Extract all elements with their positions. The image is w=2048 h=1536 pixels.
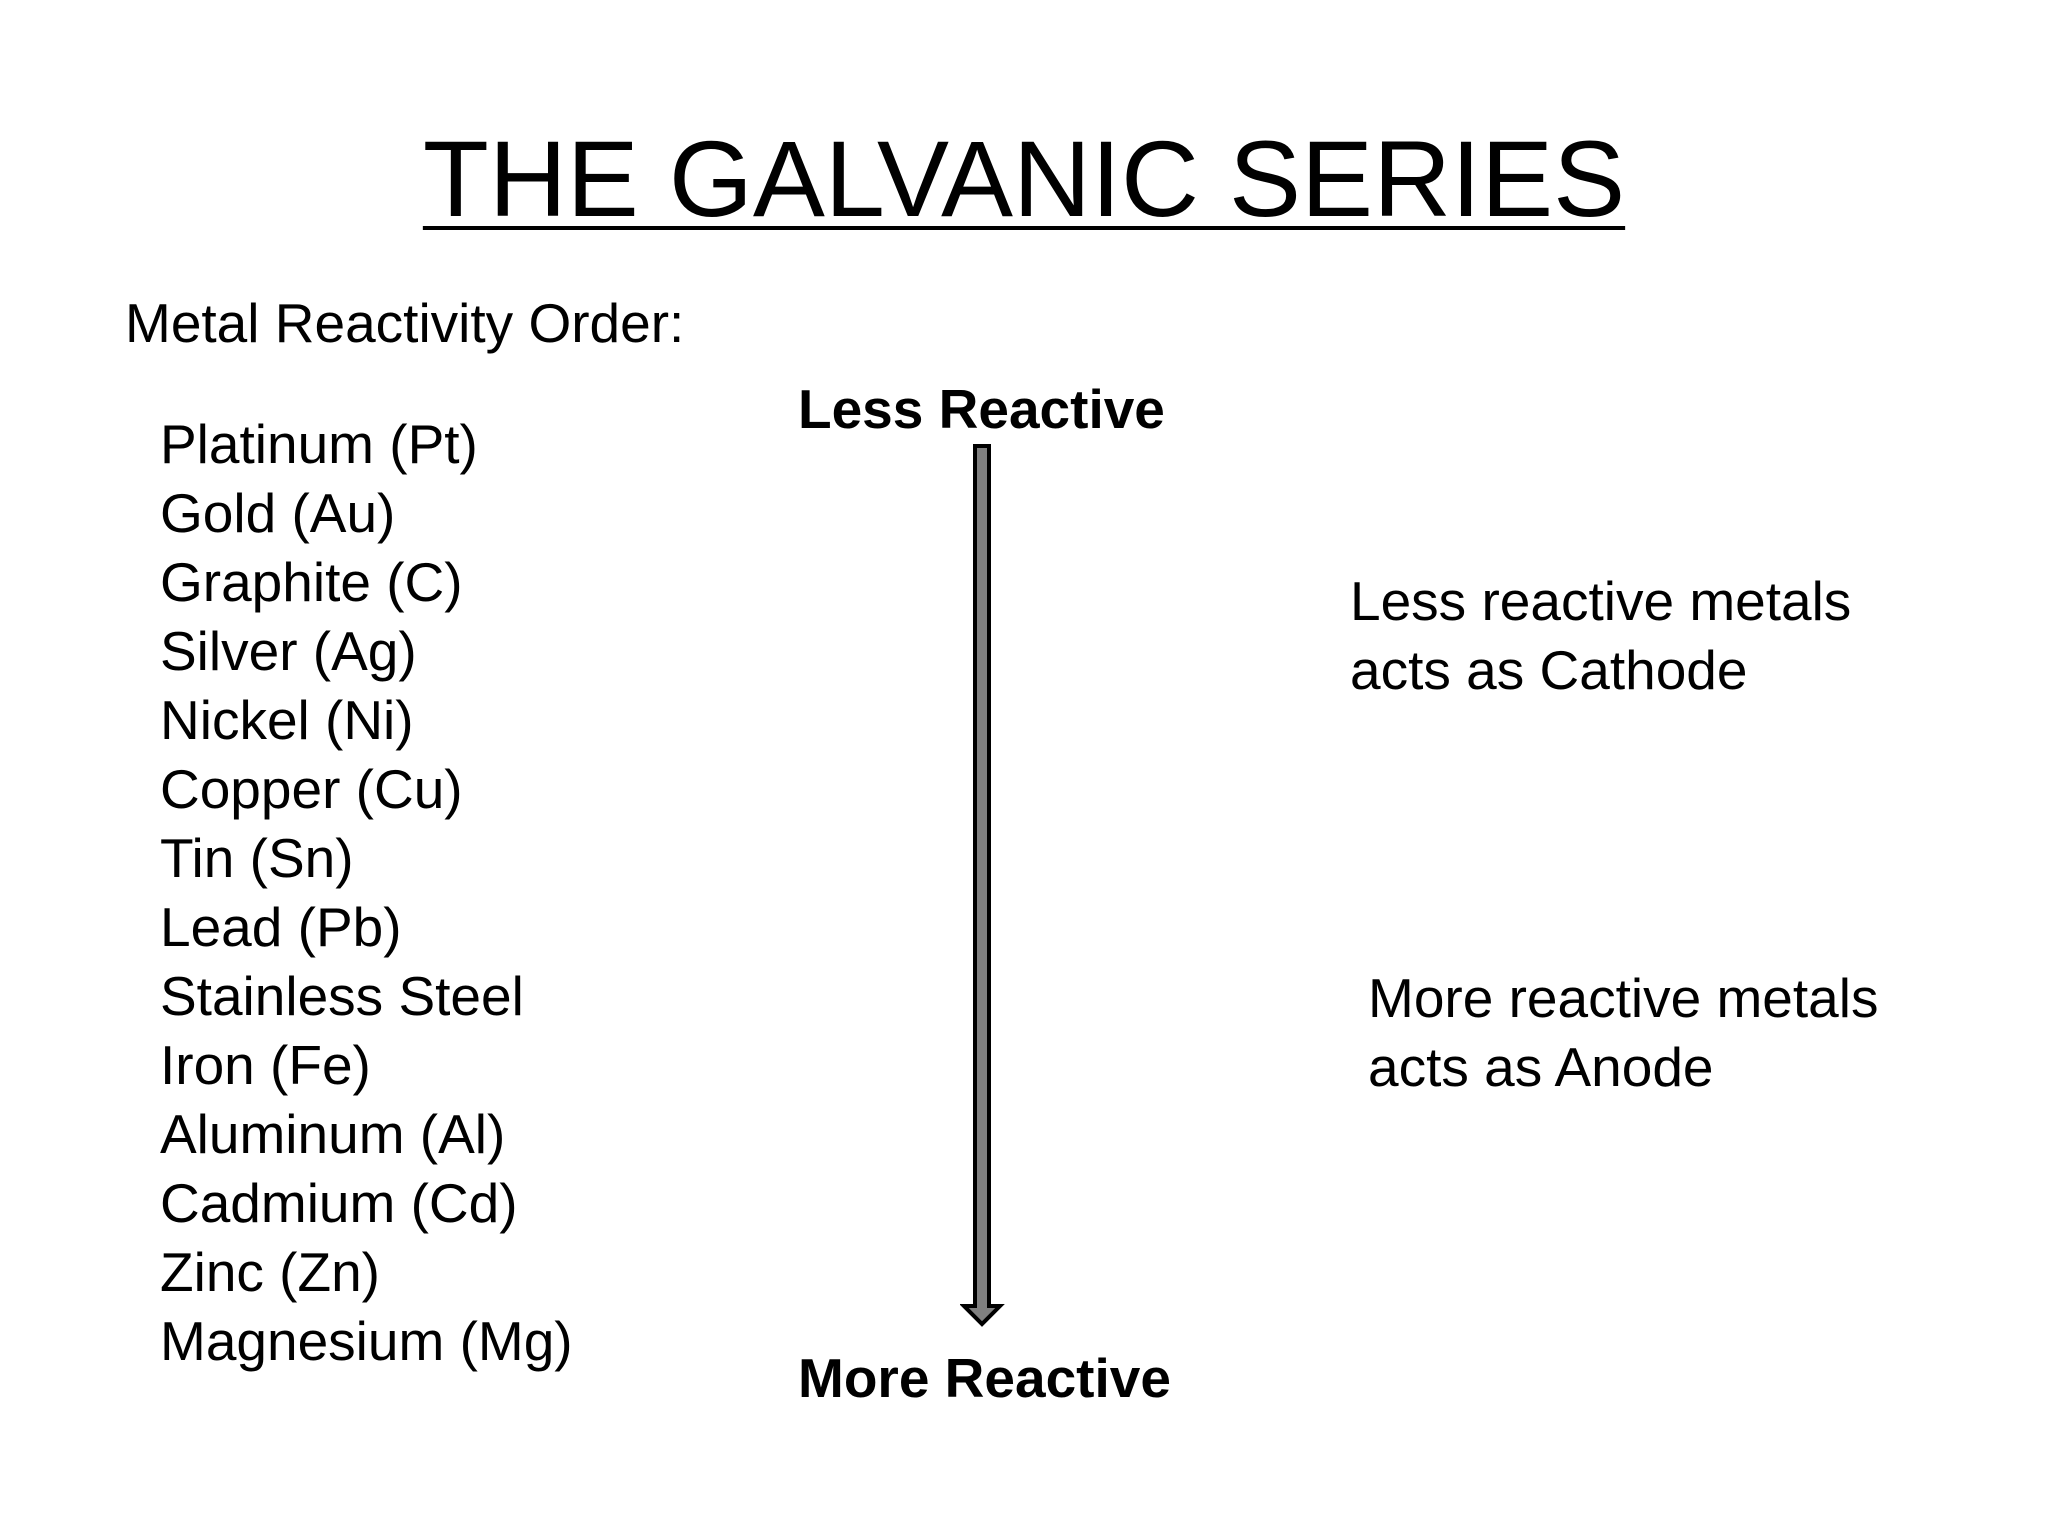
list-item: Cadmium (Cd) — [160, 1172, 518, 1234]
list-item: Copper (Cu) — [160, 758, 463, 820]
reactivity-arrow — [960, 444, 1005, 1327]
list-item: Platinum (Pt) — [160, 413, 478, 475]
metal-reactivity-list: Platinum (Pt) Gold (Au) Graphite (C) Sil… — [160, 410, 573, 1376]
more-reactive-label: More Reactive — [798, 1347, 1171, 1409]
list-item: Aluminum (Al) — [160, 1103, 506, 1165]
list-item: Tin (Sn) — [160, 827, 354, 889]
list-item: Nickel (Ni) — [160, 689, 414, 751]
list-item: Iron (Fe) — [160, 1034, 371, 1096]
list-item: Gold (Au) — [160, 482, 396, 544]
list-item: Zinc (Zn) — [160, 1241, 380, 1303]
cathode-note-line: Less reactive metals — [1350, 570, 1852, 632]
list-item: Stainless Steel — [160, 965, 524, 1027]
less-reactive-label: Less Reactive — [798, 378, 1165, 440]
cathode-note-line: acts as Cathode — [1350, 639, 1748, 701]
list-item: Graphite (C) — [160, 551, 463, 613]
list-item: Silver (Ag) — [160, 620, 417, 682]
slide-title: THE GALVANIC SERIES — [422, 118, 1626, 239]
cathode-note: Less reactive metals acts as Cathode — [1350, 567, 1851, 705]
anode-note-line: More reactive metals — [1368, 967, 1879, 1029]
list-item: Magnesium (Mg) — [160, 1310, 573, 1372]
down-arrow-icon — [960, 444, 1005, 1327]
anode-note-line: acts as Anode — [1368, 1036, 1714, 1098]
list-item: Lead (Pb) — [160, 896, 402, 958]
anode-note: More reactive metals acts as Anode — [1368, 964, 1878, 1102]
list-heading: Metal Reactivity Order: — [125, 292, 685, 354]
